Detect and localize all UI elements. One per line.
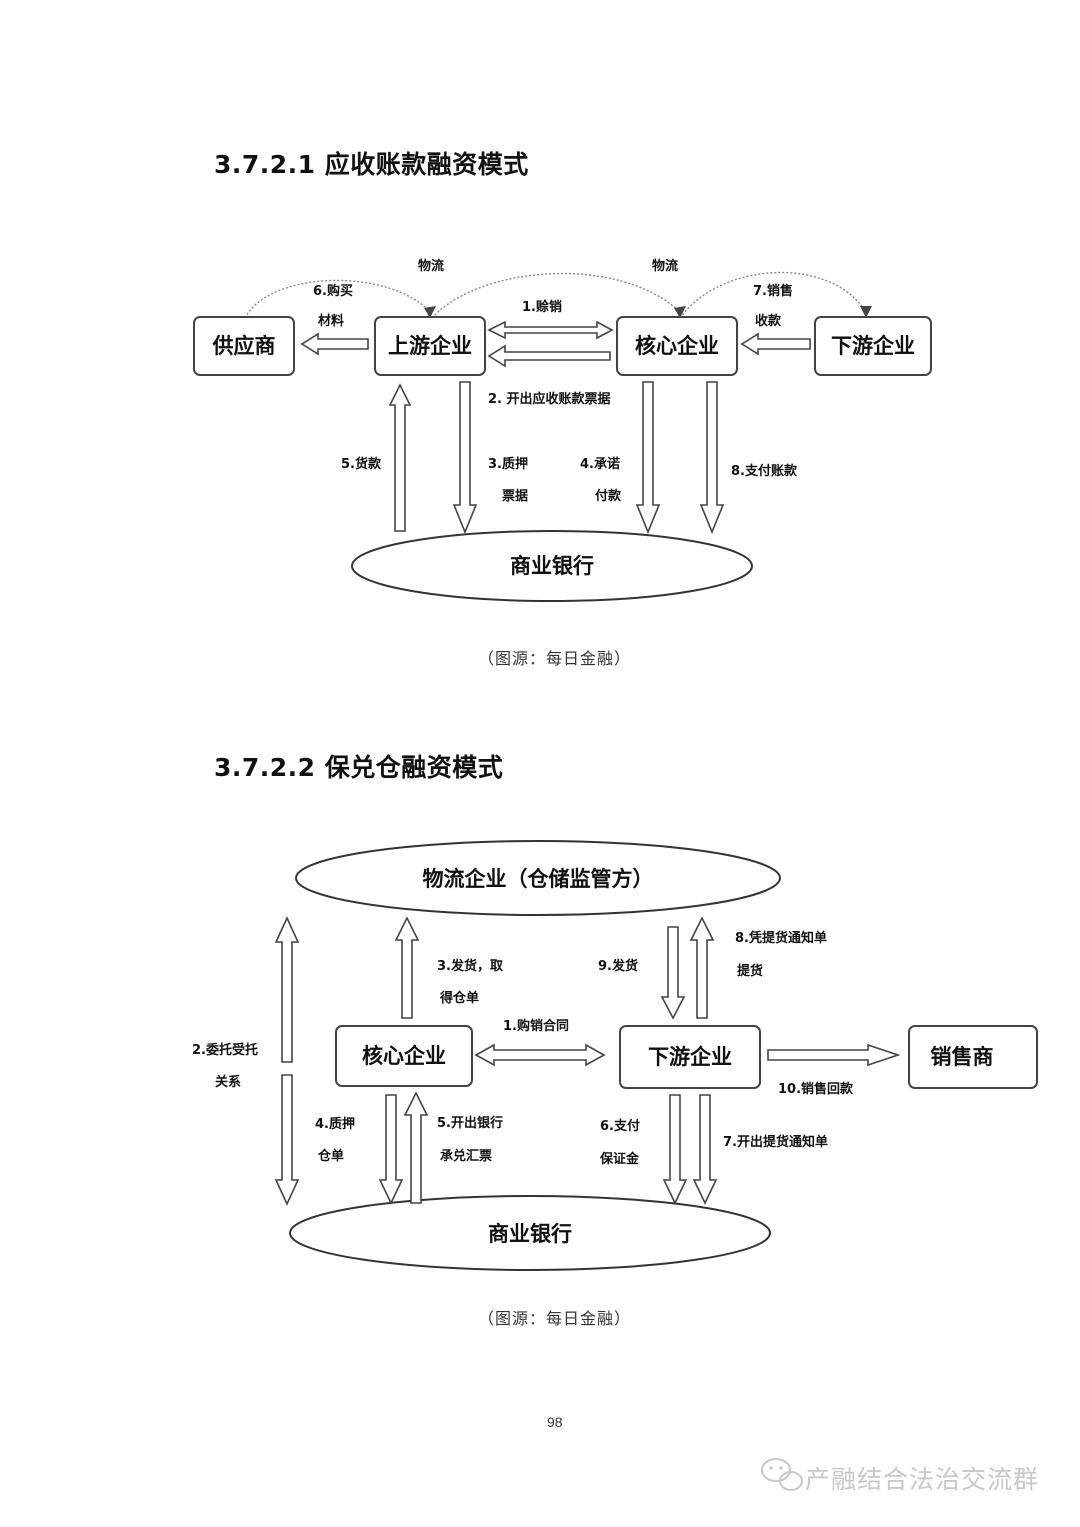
arrow-core-to-upstream (487, 344, 611, 368)
curve-core-downstream (679, 271, 867, 319)
arrow-bank-to-upstream (388, 383, 412, 532)
label-deposit-1: 6.支付 (600, 1118, 640, 1134)
label-sales-return: 10.销售回款 (778, 1081, 854, 1097)
arrow-delegation-up (274, 916, 300, 1063)
node-downstream-2-label: 下游企业 (648, 1045, 732, 1069)
label-pledge-receipt-2: 仓单 (317, 1148, 344, 1164)
watermark-text: 产融结合法治交流群 (805, 1465, 1040, 1494)
label-purchase-contract: 1.购销合同 (503, 1018, 569, 1034)
curve-arrowhead (424, 306, 436, 318)
node-logistics (295, 840, 781, 916)
node-core-2 (335, 1025, 473, 1087)
node-bank-2 (289, 1195, 771, 1271)
label-notice: 7.开出提货通知单 (723, 1134, 828, 1150)
label-accept-2: 承兑汇票 (440, 1148, 492, 1164)
node-upstream (374, 316, 486, 376)
node-logistics-label: 物流企业（仓储监管方） (423, 867, 654, 891)
label-accept-1: 5.开出银行 (437, 1115, 503, 1131)
node-bank (351, 530, 753, 602)
label-pledge-1: 3.质押 (488, 456, 528, 472)
arrow-upstream-to-supplier (300, 332, 369, 356)
arrow-core-to-bank-2 (378, 1094, 404, 1205)
curve-arrowhead (674, 306, 686, 318)
label-pickup-2: 提货 (737, 963, 763, 979)
curve-upstream-core (431, 272, 681, 319)
label-delegation-2: 关系 (215, 1074, 241, 1090)
arrow-core-pay-bank (699, 381, 725, 535)
label-ship-9: 9.发货 (598, 958, 638, 974)
label-pledge-2: 票据 (502, 488, 528, 504)
label-ship-2: 得仓单 (439, 990, 479, 1006)
label-credit-sale: 1.赊销 (522, 299, 562, 315)
caption-diagram-1: （图源：每日金融） (478, 649, 632, 668)
curve-supplier-upstream (244, 279, 431, 319)
arrow-credit-sale (487, 320, 614, 340)
node-bank-label: 商业银行 (510, 554, 594, 578)
node-supplier (193, 316, 295, 376)
arrow-downstream-to-dealer (767, 1043, 901, 1067)
node-dealer (908, 1025, 1038, 1089)
label-sales-receipt-2: 收款 (755, 313, 782, 329)
arrow-core-to-logistics (394, 916, 420, 1019)
arrow-delegation-down (274, 1074, 300, 1206)
arrow-downstream-to-bank (662, 1094, 688, 1205)
node-downstream (814, 316, 932, 376)
arrow-bank-to-core-2 (403, 1091, 429, 1204)
label-ship-1: 3.发货，取 (437, 958, 504, 974)
node-downstream-2 (619, 1025, 761, 1089)
arrow-downstream-to-logistics (689, 916, 715, 1019)
label-logistics-right: 物流 (652, 258, 678, 274)
label-promise-1: 4.承诺 (580, 456, 620, 472)
node-upstream-label: 上游企业 (388, 334, 472, 358)
caption-diagram-2: （图源：每日金融） (478, 1309, 632, 1328)
label-deposit-2: 保证金 (599, 1151, 640, 1167)
arrow-upstream-to-bank (452, 381, 478, 535)
arrow-bank-to-downstream (692, 1094, 718, 1205)
label-loan: 5.货款 (341, 456, 382, 472)
label-pledge-receipt-1: 4.质押 (315, 1116, 355, 1132)
section-heading-warehouse: 3.7.2.2 保兑仓融资模式 (214, 753, 504, 782)
node-bank-2-label: 商业银行 (488, 1222, 572, 1246)
arrow-core-to-bank (635, 381, 661, 535)
node-supplier-label: 供应商 (212, 334, 276, 358)
label-buy-materials-1: 6.购买 (313, 283, 353, 299)
label-sales-receipt-1: 7.销售 (753, 283, 793, 299)
arrow-purchase-contract (474, 1043, 606, 1067)
label-delegation-1: 2.委托受托 (192, 1042, 258, 1058)
page-number: 98 (547, 1414, 563, 1430)
section-heading-receivables: 3.7.2.1 应收账款融资模式 (214, 150, 529, 179)
label-pickup-1: 8.凭提货通知单 (735, 930, 827, 946)
node-downstream-label: 下游企业 (831, 334, 915, 358)
node-core-2-label: 核心企业 (362, 1044, 446, 1068)
label-pay-account: 8.支付账款 (731, 463, 798, 479)
label-promise-2: 付款 (595, 488, 622, 504)
curve-arrowhead (860, 306, 872, 318)
node-dealer-label: 销售商 (931, 1045, 994, 1069)
label-issue-receivable: 2. 开出应收账款票据 (488, 391, 611, 407)
arrow-logistics-to-downstream (660, 926, 686, 1020)
arrow-downstream-to-core (740, 332, 811, 356)
node-core-label: 核心企业 (635, 334, 719, 358)
label-logistics-left: 物流 (418, 258, 444, 274)
label-buy-materials-2: 材料 (318, 313, 344, 329)
node-core (616, 316, 738, 376)
